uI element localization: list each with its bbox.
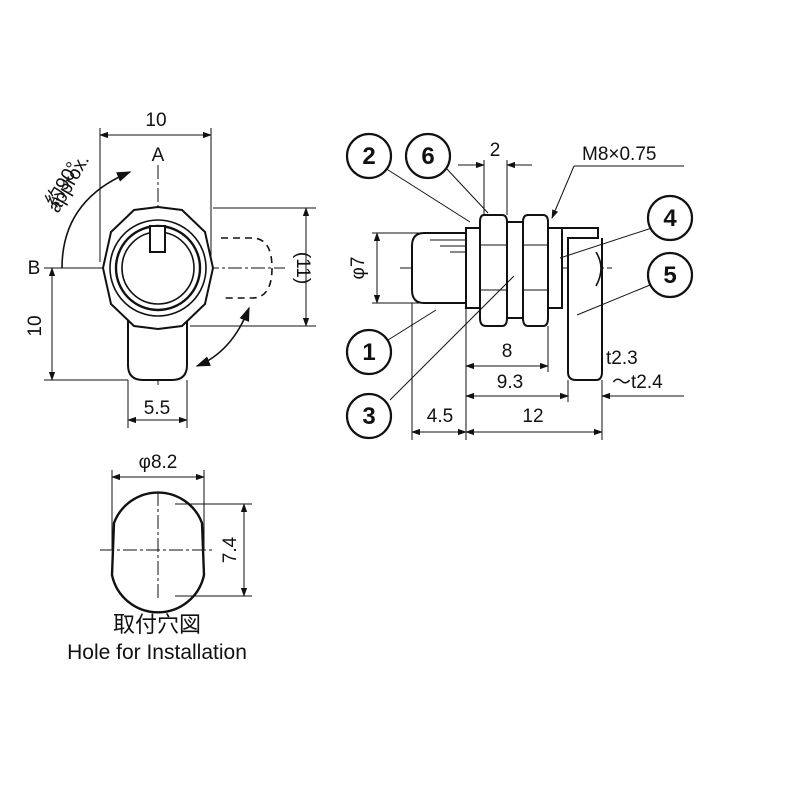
leader-part-6 (445, 167, 489, 214)
thread-shaft (547, 227, 563, 309)
caption-en: Hole for Installation (67, 641, 247, 664)
part-bubble-4: 4 (646, 194, 694, 242)
leader-part-2 (384, 167, 471, 223)
cam-stop (595, 251, 602, 287)
part-bubble-3: 3 (345, 392, 393, 440)
cylinder-plug (411, 232, 469, 304)
svg-text:5: 5 (663, 262, 676, 289)
part-bubble-6: 6 (404, 132, 452, 180)
svg-text:6: 6 (421, 143, 434, 170)
label-position-b: B (28, 258, 41, 279)
dim-thickness-b: ～t2.4 (612, 372, 663, 393)
cam-lever-side (557, 227, 603, 381)
caption-jp: 取付穴図 (113, 612, 201, 637)
thread-spec-label: M8×0.75 (582, 144, 656, 165)
leader-part-4 (559, 222, 668, 259)
dim-hole-width-label: φ8.2 (139, 452, 178, 473)
part-bubble-1: 1 (345, 328, 393, 376)
thread-leader (551, 165, 575, 219)
svg-text:1: 1 (362, 339, 375, 366)
part-bubble-2: 2 (345, 132, 393, 180)
key-slot (149, 225, 166, 253)
installation-hole (110, 491, 206, 614)
dim-left-label: 10 (25, 315, 46, 336)
svg-text:3: 3 (362, 403, 375, 430)
leader-part-3 (389, 275, 515, 401)
washer (506, 221, 524, 319)
nut-front (479, 214, 508, 327)
dim-thickness-a: t2.3 (606, 348, 638, 369)
part-bubble-5: 5 (646, 251, 694, 299)
dim-9-3-label: 9.3 (497, 372, 523, 393)
hole-view: φ8.2 7.4 取付穴図 Hole for Installation (67, 452, 252, 664)
dim-8-label: 8 (502, 341, 513, 362)
leader-part-1 (387, 309, 437, 341)
dim-4-5-label: 4.5 (427, 406, 453, 427)
svg-text:4: 4 (663, 205, 677, 232)
dim-top-label: 10 (145, 110, 166, 131)
dim-12-label: 12 (522, 406, 543, 427)
dim-bottom-label: 5.5 (144, 398, 170, 419)
front-view: 10 A B approx. 約90° (11) 10 5.5 (25, 110, 316, 428)
dim-right-label: (11) (292, 252, 313, 284)
nut-back (522, 214, 549, 327)
rotation-arrow-a-to-b (61, 171, 132, 269)
rotation-arrow-lever (195, 306, 250, 367)
dim-hole-height-label: 7.4 (220, 536, 241, 563)
dim-2-label: 2 (490, 140, 501, 161)
dim-diameter-label: φ7 (348, 257, 369, 280)
svg-text:2: 2 (362, 143, 375, 170)
lock-body-outer (109, 219, 207, 317)
label-position-a: A (152, 145, 165, 166)
lever-rotated-position (221, 237, 273, 299)
side-view: φ7 2 M8×0.75 8 9.3 t2.3 ～t2.4 4.5 12 (345, 132, 694, 440)
